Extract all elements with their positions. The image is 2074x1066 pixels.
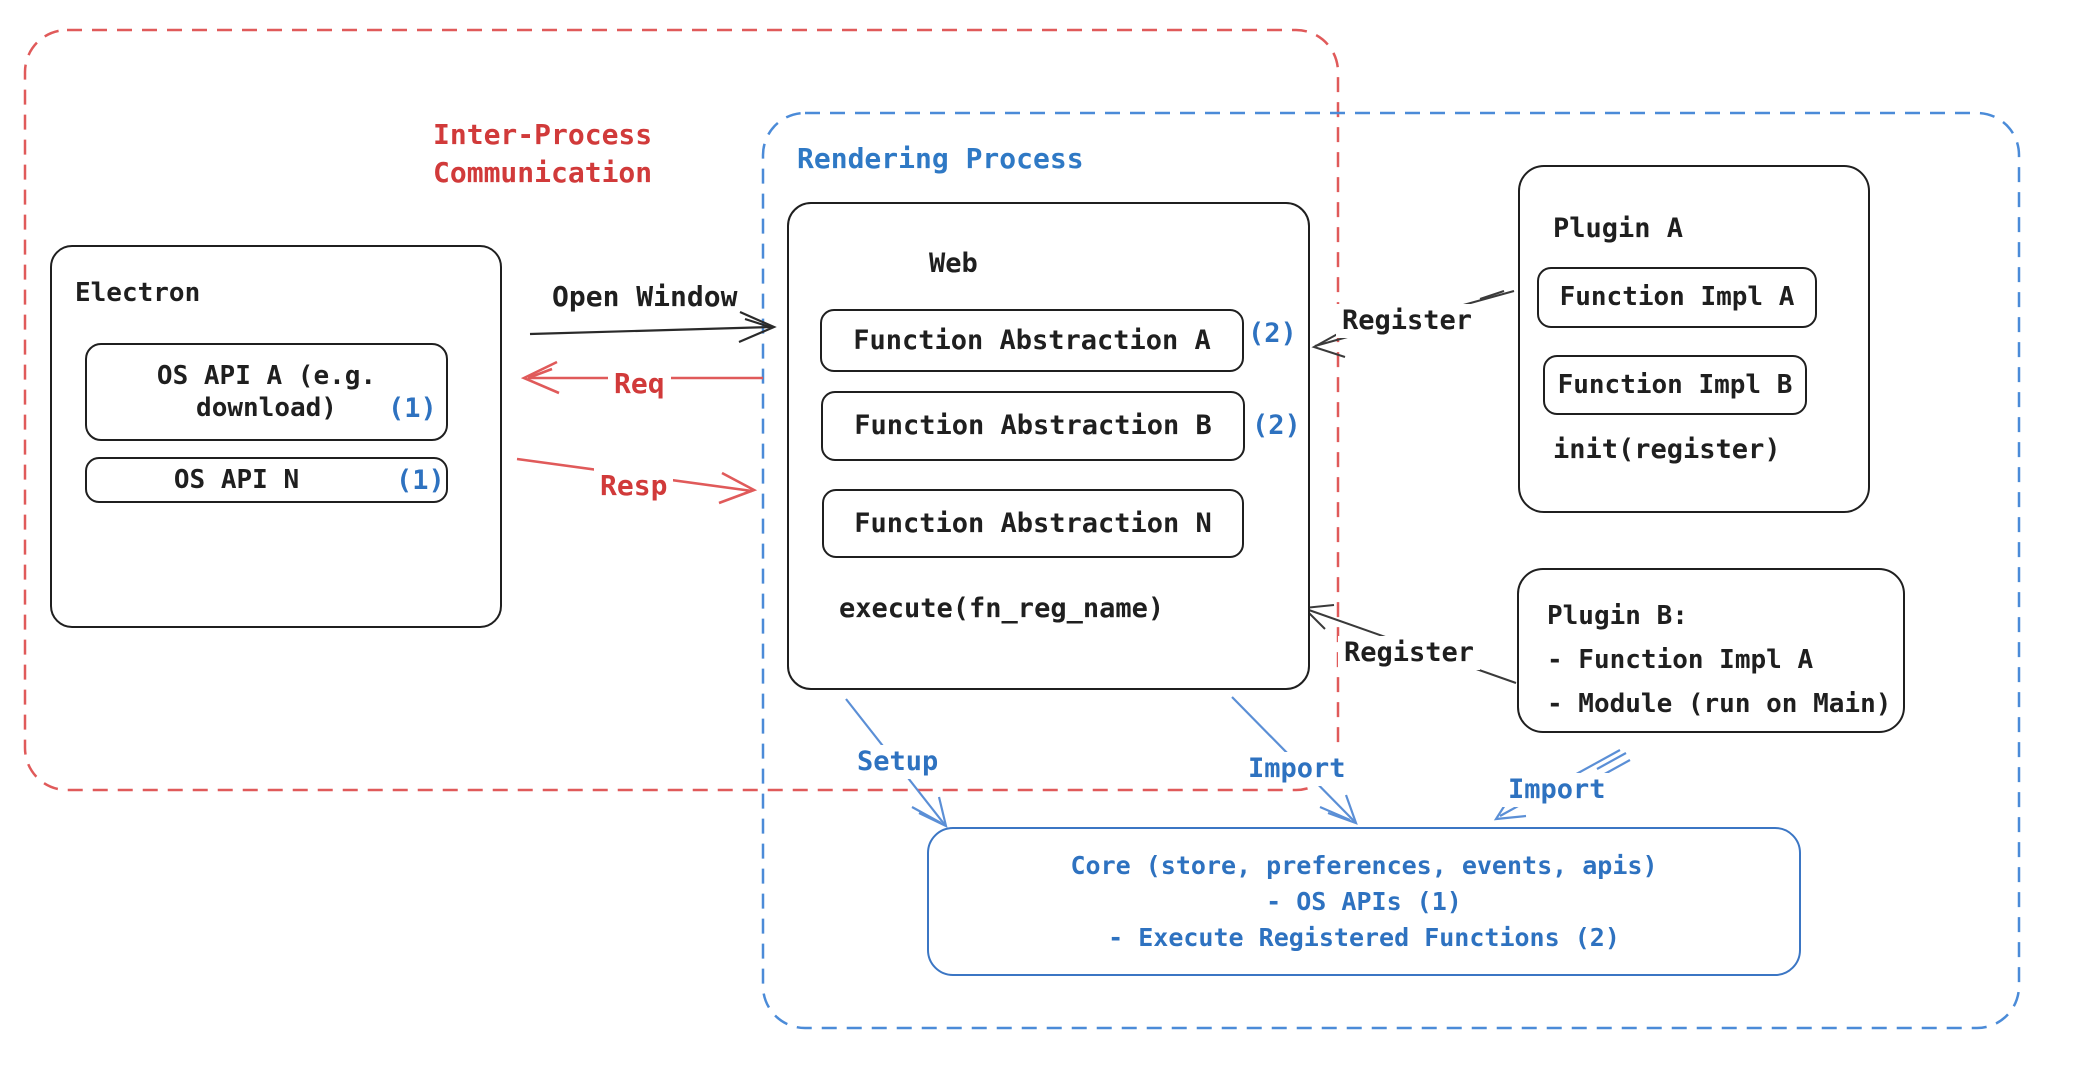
function-abstraction-b-label: Function Abstraction B [854, 410, 1212, 442]
os-api-a-badge: (1) [388, 393, 437, 424]
plugin-a-title: Plugin A [1553, 213, 1684, 244]
function-abstraction-b-badge: (2) [1252, 410, 1301, 441]
os-api-n-box: OS API N [85, 457, 448, 503]
function-impl-a-box: Function Impl A [1537, 267, 1817, 328]
req-label: Req [608, 366, 671, 401]
function-impl-b-label: Function Impl B [1557, 369, 1793, 400]
os-api-n-badge: (1) [396, 465, 445, 496]
register-a-label: Register [1336, 304, 1479, 338]
web-title: Web [929, 248, 978, 279]
ipc-dashed-border [23, 28, 1340, 792]
electron-title: Electron [75, 278, 201, 308]
function-abstraction-a-box: Function Abstraction A [820, 309, 1244, 372]
plugin-a-box [1518, 165, 1870, 513]
function-impl-b-box: Function Impl B [1543, 355, 1807, 415]
import-plugin-label: Import [1502, 773, 1612, 807]
os-api-a-box: OS API A (e.g.download) [85, 343, 448, 441]
core-text: Core (store, preferences, events, apis)-… [1070, 850, 1658, 952]
function-abstraction-a-label: Function Abstraction A [853, 324, 1211, 356]
rendering-dashed-border [761, 111, 2021, 1030]
resp-label: Resp [594, 468, 674, 503]
plugin-b-box: Plugin B:- Function Impl A- Module (run … [1517, 568, 1905, 733]
function-abstraction-b-box: Function Abstraction B [821, 391, 1245, 461]
execute-label: execute(fn_reg_name) [839, 593, 1165, 624]
plugin-a-init-label: init(register) [1553, 434, 1781, 465]
function-abstraction-a-badge: (2) [1248, 318, 1297, 349]
import-web-label: Import [1242, 752, 1352, 786]
open-window-label: Open Window [552, 280, 738, 313]
open-window-arrow [529, 310, 777, 344]
os-api-a-label: OS API A (e.g.download) [156, 361, 377, 423]
os-api-n-label: OS API N [173, 464, 300, 495]
setup-label: Setup [851, 745, 945, 779]
rendering-group-label: Rendering Process [797, 142, 1084, 175]
plugin-b-text: Plugin B:- Function Impl A- Module (run … [1547, 601, 1892, 719]
function-abstraction-n-label: Function Abstraction N [854, 507, 1212, 539]
register-b-label: Register [1338, 636, 1481, 670]
function-abstraction-n-box: Function Abstraction N [822, 489, 1244, 558]
core-box: Core (store, preferences, events, apis)-… [927, 827, 1801, 976]
function-impl-a-label: Function Impl A [1559, 282, 1795, 313]
